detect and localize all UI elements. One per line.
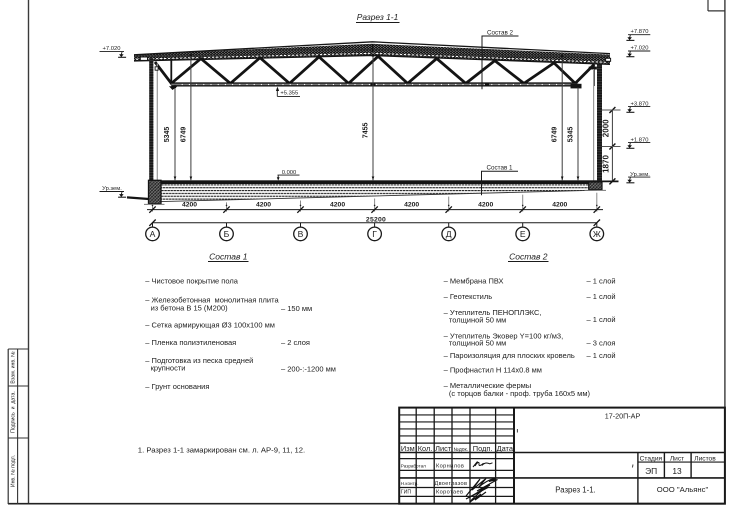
svg-text:– 1 слой: – 1 слой <box>587 351 616 360</box>
svg-text:Лист: Лист <box>435 444 452 453</box>
svg-text:(с торцов балки - проф. труба: (с торцов балки - проф. труба 160х5 мм) <box>449 389 591 398</box>
svg-text:Ур.зем.: Ур.зем. <box>102 186 122 192</box>
svg-text:Стадия: Стадия <box>640 456 663 463</box>
svg-text:0.000: 0.000 <box>282 170 297 176</box>
svg-text:Ж: Ж <box>593 229 601 239</box>
svg-text:+7.020: +7.020 <box>103 46 121 52</box>
svg-text:ООО "Альянс": ООО "Альянс" <box>657 485 709 494</box>
svg-text:13: 13 <box>672 466 682 476</box>
svg-text:Е: Е <box>520 229 526 239</box>
svg-text:Разработал: Разработал <box>401 463 426 468</box>
svg-text:ГИП: ГИП <box>401 490 412 496</box>
svg-text:6749: 6749 <box>552 127 559 143</box>
svg-text:– Пароизоляция для плоских кро: – Пароизоляция для плоских кровель <box>444 351 575 360</box>
svg-text:Состав 1: Состав 1 <box>486 165 513 172</box>
svg-text:7455: 7455 <box>362 123 369 139</box>
svg-text:– Металлические фермы: – Металлические фермы <box>444 381 532 390</box>
svg-text:4200: 4200 <box>256 202 271 209</box>
svg-text:А: А <box>150 229 156 239</box>
svg-text:– Пленка полиэтиленовая: – Пленка полиэтиленовая <box>145 338 236 347</box>
svg-text:В: В <box>298 229 304 239</box>
svg-text:Листов: Листов <box>694 456 716 463</box>
svg-text:из бетона В 15 (М200): из бетона В 15 (М200) <box>151 304 229 313</box>
svg-text:Состав 2: Состав 2 <box>509 251 548 261</box>
svg-text:Лист: Лист <box>670 456 684 463</box>
svg-text:5345: 5345 <box>567 127 574 143</box>
svg-text:Коротаев: Коротаев <box>436 490 463 496</box>
svg-text:№док.: №док. <box>453 447 468 453</box>
svg-text:+7.020: +7.020 <box>631 46 649 52</box>
svg-text:– Утеплитель Эковер Y=100 кг/м: – Утеплитель Эковер Y=100 кг/м3, <box>444 331 564 340</box>
svg-text:+1.870: +1.870 <box>631 137 649 143</box>
svg-text:4200: 4200 <box>330 202 345 209</box>
svg-text:Состав 1: Состав 1 <box>209 251 248 261</box>
svg-text:Корнилов: Корнилов <box>436 463 464 469</box>
svg-text:ЭП: ЭП <box>645 466 657 476</box>
svg-text:Дата: Дата <box>497 444 514 453</box>
svg-text:– 1 слой: – 1 слой <box>587 276 616 285</box>
svg-text:– Мембрана ПВХ: – Мембрана ПВХ <box>444 276 504 285</box>
svg-text:– Сетка армирующая Ø3 100х100: – Сетка армирующая Ø3 100х100 мм <box>145 321 275 330</box>
svg-text:Ур.зем.: Ур.зем. <box>630 172 650 178</box>
svg-text:Состав 2: Состав 2 <box>487 29 514 36</box>
svg-text:+5.355: +5.355 <box>280 91 298 97</box>
svg-text:Подпись и дата.: Подпись и дата. <box>11 391 17 433</box>
svg-text:– Геотекстиль: – Геотекстиль <box>444 292 493 301</box>
svg-text:4200: 4200 <box>182 202 197 209</box>
svg-text:Изм: Изм <box>401 444 415 453</box>
svg-text:2000: 2000 <box>601 119 610 137</box>
svg-text:– 1 слой: – 1 слой <box>587 315 616 324</box>
svg-text:1. Разрез 1-1 замаркирован см.: 1. Разрез 1-1 замаркирован см. л. АР-9, … <box>138 446 305 455</box>
svg-text:Кол.: Кол. <box>418 444 433 453</box>
svg-text:Н.контр.: Н.контр. <box>401 481 419 486</box>
svg-text:– Подготовка из песка средней: – Подготовка из песка средней <box>145 356 253 365</box>
svg-text:Б: Б <box>224 229 230 239</box>
svg-text:– Железобетонная монолитная п: – Железобетонная монолитная плита <box>145 295 279 304</box>
svg-text:1870: 1870 <box>601 155 610 173</box>
svg-text:– Профнастил Н 114х0.8 мм: – Профнастил Н 114х0.8 мм <box>444 366 542 375</box>
svg-text:– 3 слоя: – 3 слоя <box>587 338 616 347</box>
svg-text:– Грунт основания: – Грунт основания <box>145 382 209 391</box>
svg-text:– 200-:-1200 мм: – 200-:-1200 мм <box>281 364 336 373</box>
svg-text:25200: 25200 <box>366 217 386 224</box>
svg-text:5345: 5345 <box>164 127 171 143</box>
svg-text:4200: 4200 <box>552 202 567 209</box>
svg-text:Д: Д <box>446 229 452 239</box>
svg-text:4200: 4200 <box>478 202 493 209</box>
svg-text:+3.870: +3.870 <box>631 101 649 107</box>
svg-text:толщиной 50 мм: толщиной 50 мм <box>449 316 506 325</box>
svg-text:Взам. инв. №: Взам. инв. № <box>11 351 17 384</box>
svg-text:– Утеплитель ПЕНОПЛЭКС,: – Утеплитель ПЕНОПЛЭКС, <box>444 308 542 317</box>
svg-text:– Чистовое покрытие пола: – Чистовое покрытие пола <box>145 276 238 285</box>
svg-text:крупности: крупности <box>151 364 186 373</box>
svg-text:4200: 4200 <box>404 202 419 209</box>
svg-text:Подп.: Подп. <box>473 444 493 453</box>
svg-text:толщиной 50 мм: толщиной 50 мм <box>449 338 506 347</box>
svg-text:17-20П-АР: 17-20П-АР <box>605 412 641 421</box>
svg-text:– 2 слоя: – 2 слоя <box>281 338 310 347</box>
svg-text:Разрез 1-1.: Разрез 1-1. <box>555 485 595 494</box>
svg-text:+7.870: +7.870 <box>631 29 649 35</box>
svg-text:Г: Г <box>372 229 377 239</box>
svg-text:Разрез 1-1: Разрез 1-1 <box>357 12 399 22</box>
svg-text:– 150 мм: – 150 мм <box>281 304 312 313</box>
svg-text:6749: 6749 <box>180 127 187 143</box>
svg-text:Инв. № подл.: Инв. № подл. <box>11 455 17 487</box>
svg-text:Двоеглазов: Двоеглазов <box>435 481 468 487</box>
svg-text:– 1 слой: – 1 слой <box>587 292 616 301</box>
